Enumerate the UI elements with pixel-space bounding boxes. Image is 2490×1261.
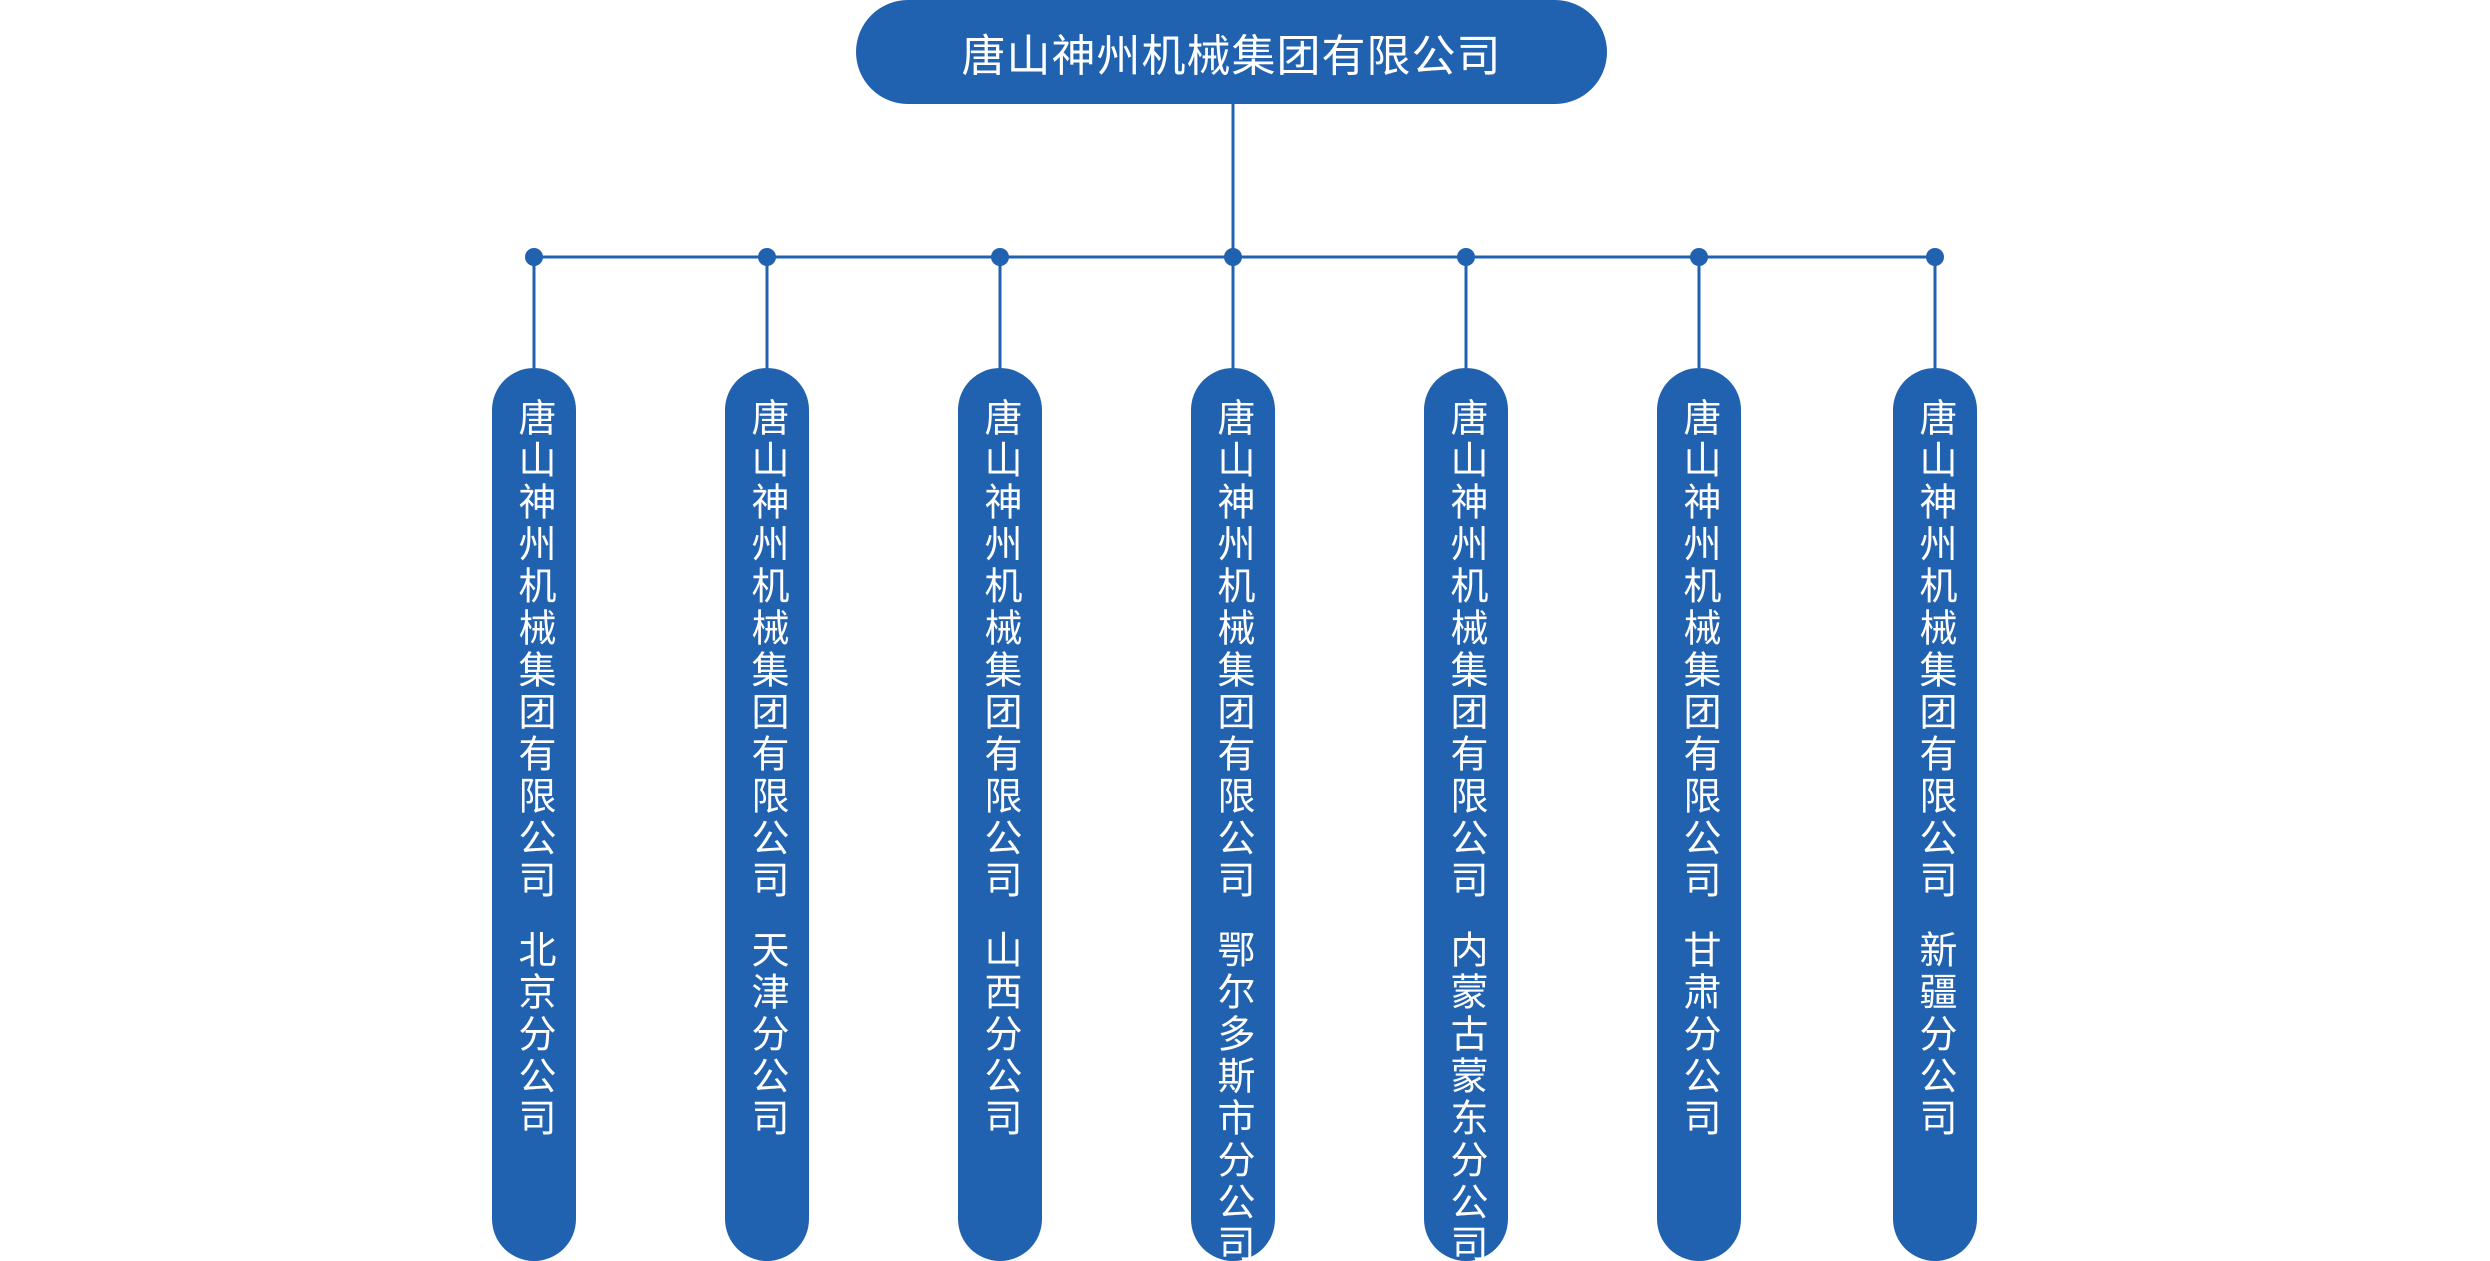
root-node: 唐山神州机械集团有限公司 xyxy=(856,0,1607,104)
branch-division-label: 内蒙古蒙东分公司 xyxy=(1444,930,1488,1261)
branch-division-label: 新疆分公司 xyxy=(1913,930,1957,1140)
branch-node-beijing: 唐山神州机械集团有限公司 北京分公司 xyxy=(492,368,576,1261)
branch-company-label: 唐山神州机械集团有限公司 xyxy=(745,398,789,902)
branch-node-shanxi: 唐山神州机械集团有限公司 山西分公司 xyxy=(958,368,1042,1261)
branch-company-label: 唐山神州机械集团有限公司 xyxy=(1211,398,1255,902)
branch-company-label: 唐山神州机械集团有限公司 xyxy=(1444,398,1488,902)
branch-division-label: 甘肃分公司 xyxy=(1677,930,1721,1140)
branch-division-label: 山西分公司 xyxy=(978,930,1022,1140)
branch-node-gansu: 唐山神州机械集团有限公司 甘肃分公司 xyxy=(1657,368,1741,1261)
branch-node-xinjiang: 唐山神州机械集团有限公司 新疆分公司 xyxy=(1893,368,1977,1261)
junction-dot xyxy=(991,248,1009,266)
branch-company-label: 唐山神州机械集团有限公司 xyxy=(1913,398,1957,902)
branch-division-label: 北京分公司 xyxy=(512,930,556,1140)
branch-node-inner-mongolia-east: 唐山神州机械集团有限公司 内蒙古蒙东分公司 xyxy=(1424,368,1508,1261)
junction-dot xyxy=(525,248,543,266)
junction-dot xyxy=(1224,248,1242,266)
junction-dot xyxy=(1690,248,1708,266)
branch-node-tianjin: 唐山神州机械集团有限公司 天津分公司 xyxy=(725,368,809,1261)
junction-dot xyxy=(758,248,776,266)
junction-dot xyxy=(1926,248,1944,266)
branch-company-label: 唐山神州机械集团有限公司 xyxy=(1677,398,1721,902)
branch-company-label: 唐山神州机械集团有限公司 xyxy=(512,398,556,902)
branch-company-label: 唐山神州机械集团有限公司 xyxy=(978,398,1022,902)
branch-division-label: 鄂尔多斯市分公司 xyxy=(1211,930,1255,1261)
branch-division-label: 天津分公司 xyxy=(745,930,789,1140)
root-node-label: 唐山神州机械集团有限公司 xyxy=(961,31,1502,82)
branch-node-ordos: 唐山神州机械集团有限公司 鄂尔多斯市分公司 xyxy=(1191,368,1275,1261)
junction-dot xyxy=(1457,248,1475,266)
